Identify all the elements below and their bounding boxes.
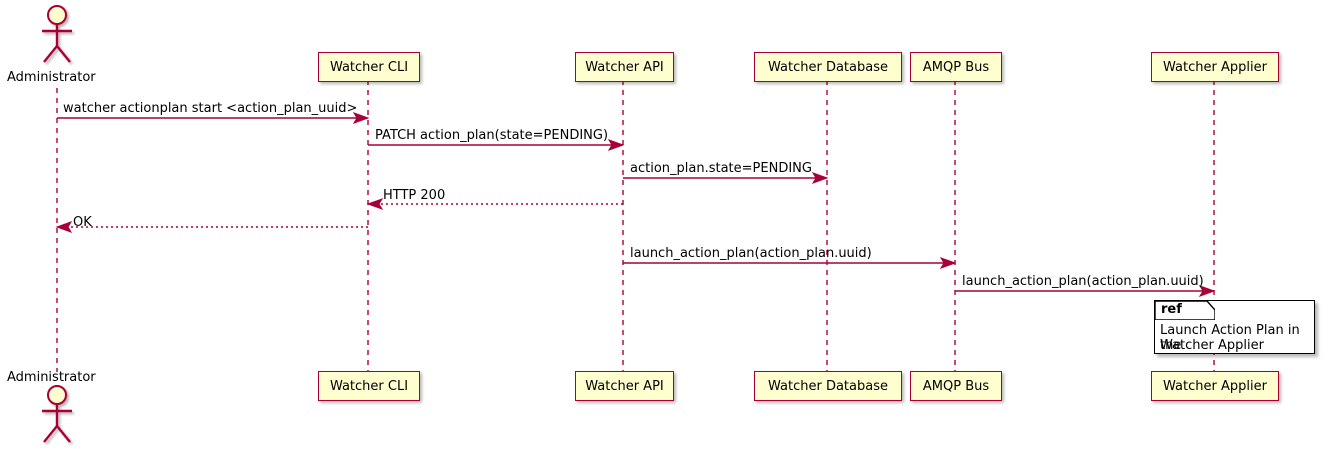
actor-administrator-top-icon bbox=[42, 5, 72, 63]
participant-box-watcher-cli-top[interactable]: Watcher CLI bbox=[318, 52, 420, 82]
message-arrow-4 bbox=[366, 198, 623, 210]
message-label-7: launch_action_plan(action_plan.uuid) bbox=[962, 274, 1204, 289]
message-arrow-1 bbox=[57, 112, 370, 124]
participant-box-amqp-bus-top[interactable]: AMQP Bus bbox=[910, 52, 1002, 82]
participant-box-watcher-cli-bottom[interactable]: Watcher CLI bbox=[318, 371, 420, 401]
message-label-6: launch_action_plan(action_plan.uuid) bbox=[630, 246, 872, 261]
participant-box-amqp-bus-bottom[interactable]: AMQP Bus bbox=[910, 371, 1002, 401]
participant-box-watcher-database-bottom[interactable]: Watcher Database bbox=[754, 371, 902, 401]
participant-box-watcher-applier-top[interactable]: Watcher Applier bbox=[1151, 52, 1279, 82]
ref-body-line-1: Launch Action Plan in the bbox=[1160, 323, 1300, 353]
message-arrow-6 bbox=[623, 257, 957, 269]
actor-label-administrator-top: Administrator bbox=[7, 70, 96, 85]
message-arrow-7 bbox=[955, 285, 1216, 297]
message-label-1: watcher actionplan start <action_plan_uu… bbox=[63, 101, 358, 116]
ref-tag-shape bbox=[1155, 301, 1215, 320]
message-arrows bbox=[55, 112, 1216, 297]
actor-administrator-bottom-icon bbox=[42, 385, 72, 443]
ref-tag-label: ref bbox=[1161, 302, 1182, 317]
participant-box-watcher-api-bottom[interactable]: Watcher API bbox=[575, 371, 674, 401]
participant-box-watcher-applier-bottom[interactable]: Watcher Applier bbox=[1151, 371, 1279, 401]
message-label-4: HTTP 200 bbox=[383, 188, 446, 203]
message-arrow-3 bbox=[623, 172, 829, 184]
participant-box-watcher-api-top[interactable]: Watcher API bbox=[575, 52, 674, 82]
actor-label-administrator-bottom: Administrator bbox=[7, 370, 96, 385]
lifelines bbox=[56, 80, 1215, 372]
message-label-3: action_plan.state=PENDING bbox=[630, 161, 812, 176]
message-label-2: PATCH action_plan(state=PENDING) bbox=[375, 128, 609, 143]
participant-box-watcher-database-top[interactable]: Watcher Database bbox=[754, 52, 902, 82]
message-arrow-5 bbox=[55, 221, 368, 233]
message-arrow-2 bbox=[368, 139, 625, 151]
ref-fragment-launch-action-plan: ref Launch Action Plan in the Watcher Ap… bbox=[1154, 300, 1315, 354]
message-label-5: OK bbox=[73, 215, 92, 230]
ref-body-line-2: Watcher Applier bbox=[1160, 338, 1264, 353]
